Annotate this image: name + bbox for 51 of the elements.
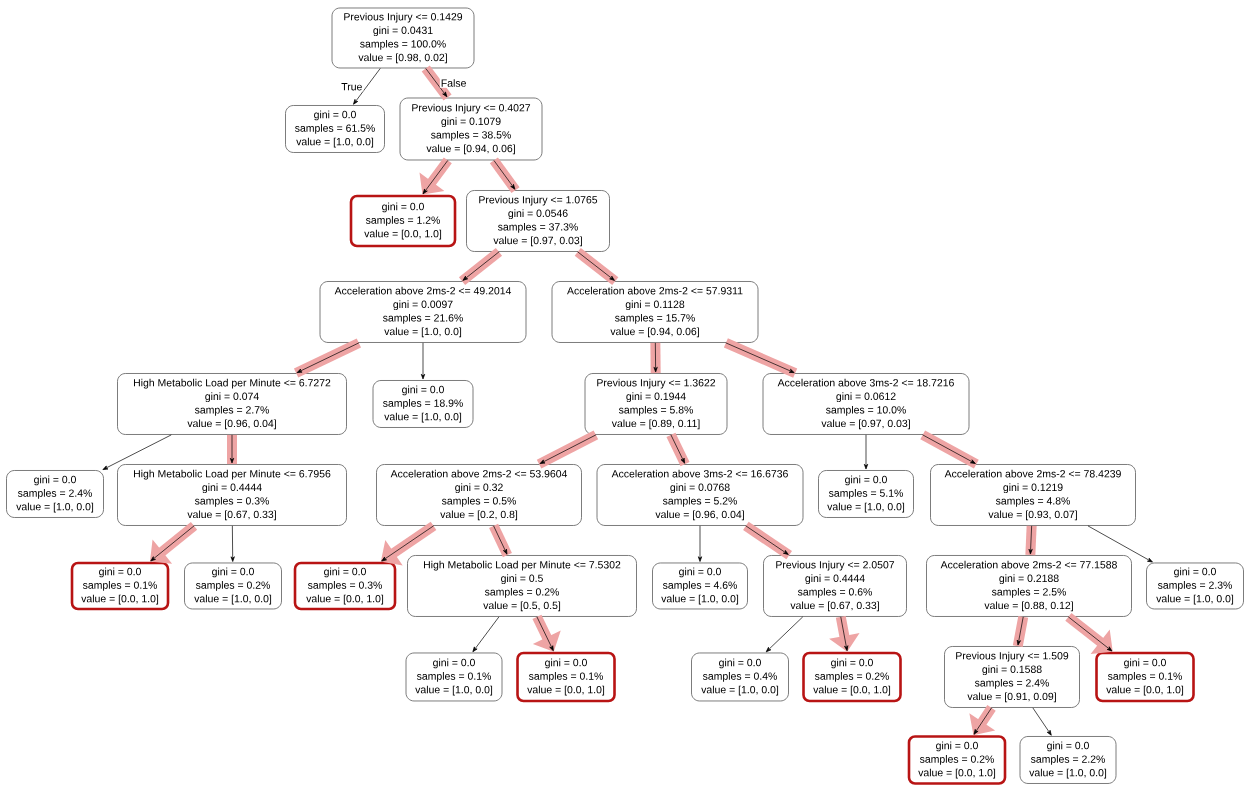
tree-node: Previous Injury <= 1.0765 gini = 0.0546 samples = 37.3% value = [0.97, 0.03] xyxy=(466,190,610,252)
tree-node: gini = 0.0 samples = 2.2% value = [1.0, 0.0] xyxy=(1019,736,1117,784)
tree-node: Previous Injury <= 0.1429 gini = 0.0431 samples = 100.0% value = [0.98, 0.02] xyxy=(331,7,475,69)
arrow xyxy=(472,616,500,653)
tree-node: Acceleration above 2ms-2 <= 77.1588 gini = 0.2188 samples = 2.5% value = [0.88, 0.12] xyxy=(926,555,1132,617)
tree-node: gini = 0.0 samples = 61.5% value = [1.0, 0.0] xyxy=(285,105,385,153)
tree-node: gini = 0.0 samples = 0.3% value = [0.0, 1.0] xyxy=(293,561,397,611)
tree-node: gini = 0.0 samples = 0.1% value = [1.0, 0.0] xyxy=(405,652,503,702)
tree-node: gini = 0.0 samples = 1.2% value = [0.0, 1.0] xyxy=(349,194,457,248)
tree-node: High Metabolic Load per Minute <= 7.5302 gini = 0.5 samples = 0.2% value = [0.5, 0.5] xyxy=(407,555,637,617)
tree-node: gini = 0.0 samples = 18.9% value = [1.0, 0.0] xyxy=(372,380,474,428)
tree-node: gini = 0.0 samples = 0.1% value = [0.0, 1.0] xyxy=(516,651,616,703)
tree-node: gini = 0.0 samples = 0.1% value = [0.0, 1.0] xyxy=(1095,651,1195,703)
tree-node: Acceleration above 2ms-2 <= 53.9604 gini = 0.32 samples = 0.5% value = [0.2, 0.8] xyxy=(376,464,582,526)
tree-node: Previous Injury <= 1.509 gini = 0.1588 samples = 2.4% value = [0.91, 0.09] xyxy=(944,646,1080,708)
arrow xyxy=(697,525,703,562)
arrow xyxy=(1087,525,1153,563)
tree-node: Previous Injury <= 0.4027 gini = 0.1079 samples = 38.5% value = [0.94, 0.06] xyxy=(399,97,543,161)
tree-node: gini = 0.0 samples = 0.1% value = [0.0, 1.0] xyxy=(70,561,170,611)
arrow xyxy=(230,525,235,562)
edge-label: True xyxy=(340,82,364,92)
arrow xyxy=(420,342,426,380)
arrow xyxy=(670,434,685,464)
arrow xyxy=(1016,616,1024,646)
tree-node: gini = 0.0 samples = 0.2% value = [0.0, 1.0] xyxy=(907,735,1007,785)
tree-node: Acceleration above 2ms-2 <= 57.9311 gini = 0.1128 samples = 15.7% value = [0.94, 0.06] xyxy=(551,281,759,343)
tree-node: gini = 0.0 samples = 0.4% value = [1.0, 0.0] xyxy=(691,652,789,702)
tree-node: Acceleration above 2ms-2 <= 78.4239 gini = 0.1219 samples = 4.8% value = [0.93, 0.07] xyxy=(930,464,1136,526)
tree-node: Previous Injury <= 2.0507 gini = 0.4444 samples = 0.6% value = [0.67, 0.33] xyxy=(763,555,907,617)
tree-node: Acceleration above 3ms-2 <= 18.7216 gini = 0.0612 samples = 10.0% value = [0.97, 0.03] xyxy=(762,373,970,435)
tree-node: gini = 0.0 samples = 4.6% value = [1.0, 0.0] xyxy=(652,562,748,610)
tree-node: Acceleration above 3ms-2 <= 16.6736 gini = 0.0768 samples = 5.2% value = [0.96, 0.04] xyxy=(596,464,804,526)
tree-node: High Metabolic Load per Minute <= 6.7272 gini = 0.074 samples = 2.7% value = [0.96, 0.04] xyxy=(117,373,347,435)
arrow xyxy=(102,434,172,470)
arrow xyxy=(353,68,381,105)
tree-node: Acceleration above 2ms-2 <= 49.2014 gini = 0.0097 samples = 21.6% value = [1.0, 0.0] xyxy=(319,281,527,343)
tree-node: gini = 0.0 samples = 5.1% value = [1.0, 0.0] xyxy=(818,470,914,518)
tree-node: Previous Injury <= 1.3622 gini = 0.1944 samples = 5.8% value = [0.89, 0.11] xyxy=(584,373,728,435)
tree-node: gini = 0.0 samples = 2.3% value = [1.0, 0.0] xyxy=(1146,562,1244,610)
tree-node: gini = 0.0 samples = 0.2% value = [0.0, 1.0] xyxy=(802,651,902,703)
tree-node: High Metabolic Load per Minute <= 6.7956 gini = 0.4444 samples = 0.3% value = [0.67, 0.33] xyxy=(117,464,347,526)
arrow xyxy=(863,434,869,470)
arrow xyxy=(765,616,804,653)
tree-node: gini = 0.0 samples = 2.4% value = [1.0, 0.0] xyxy=(6,470,104,518)
arrow xyxy=(840,616,849,651)
arrow xyxy=(536,616,554,652)
highlight-path-arrow xyxy=(532,614,561,652)
arrow xyxy=(1032,707,1052,736)
arrow xyxy=(1028,525,1033,555)
tree-node: gini = 0.0 samples = 0.2% value = [1.0, 0.0] xyxy=(184,562,282,610)
edge-label: False xyxy=(439,78,468,88)
